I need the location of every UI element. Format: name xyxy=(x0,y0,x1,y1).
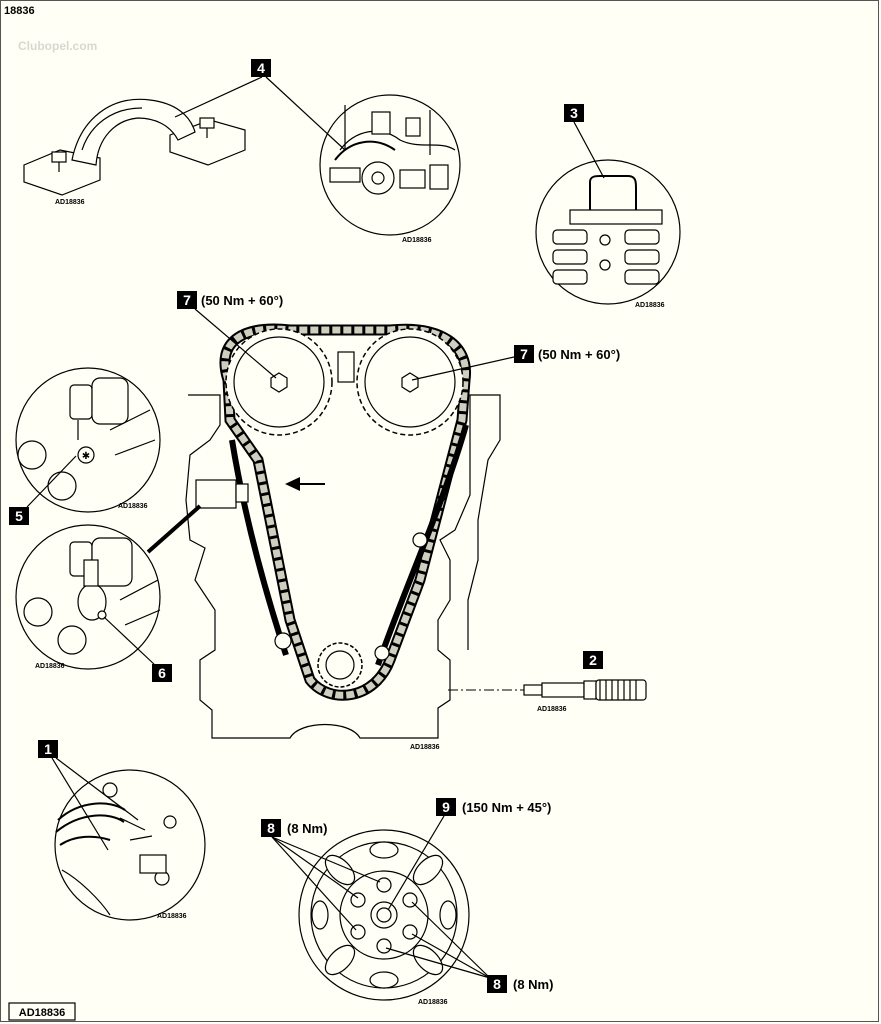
leader-3 xyxy=(573,121,605,179)
callout-7a-badge xyxy=(177,291,197,309)
callout-7b-label: 7 xyxy=(520,346,528,362)
leader-9 xyxy=(387,815,445,911)
torque-cam-left: (50 Nm + 60°) xyxy=(201,293,283,308)
right-chain-guide xyxy=(375,424,469,666)
detail-5-view: ✱ xyxy=(15,367,161,513)
callout-4-label: 4 xyxy=(257,60,265,76)
code-bracket: AD18836 xyxy=(55,199,85,206)
detail-3-view xyxy=(535,159,681,305)
leader-4b xyxy=(265,76,346,151)
leader-1b xyxy=(55,757,139,821)
crankshaft-sprocket xyxy=(317,642,363,688)
leader-7b xyxy=(411,356,515,381)
code-detail-6: AD18836 xyxy=(35,663,65,670)
svg-text:✱: ✱ xyxy=(82,451,90,462)
callout-7b-badge xyxy=(514,345,534,363)
callout-1-label: 1 xyxy=(44,741,52,757)
bracket-tool xyxy=(23,98,246,196)
left-camshaft-sprocket xyxy=(225,328,333,436)
leader-8b-3 xyxy=(385,947,491,979)
connector-tensioner-detail xyxy=(146,504,202,554)
detail-1-view xyxy=(54,769,206,921)
leader-7a xyxy=(194,308,277,379)
callout-5-label: 5 xyxy=(15,508,23,524)
engine-block xyxy=(185,394,501,739)
callout-7a-label: 7 xyxy=(183,292,191,308)
sprocket-clamp xyxy=(337,351,355,383)
locking-pin-2 xyxy=(523,679,647,701)
callout-1-badge xyxy=(38,740,58,758)
footer-code-box xyxy=(8,1002,76,1021)
code-pulley: AD18836 xyxy=(418,999,448,1006)
leader-8a-3 xyxy=(271,836,357,931)
callout-3-badge xyxy=(564,104,584,122)
leader-5 xyxy=(26,455,77,508)
leader-4a xyxy=(174,76,263,118)
leader-8a-2 xyxy=(271,836,381,883)
callout-9-label: 9 xyxy=(442,799,450,815)
guide-pivot-left xyxy=(274,632,292,650)
leader-8a-1 xyxy=(271,836,359,899)
code-detail-3: AD18836 xyxy=(635,302,665,309)
guide-pivot-right-lower xyxy=(374,645,390,661)
code-engine: AD18836 xyxy=(410,744,440,751)
torque-crank-bolt: (150 Nm + 45°) xyxy=(462,800,551,815)
torque-pulley-bolts-bottom: (8 Nm) xyxy=(513,977,553,992)
torque-cam-right: (50 Nm + 60°) xyxy=(538,347,620,362)
code-detail-4: AD18836 xyxy=(402,237,432,244)
detail-4-view xyxy=(319,94,461,236)
callout-8b-badge xyxy=(487,975,507,993)
callout-8b-label: 8 xyxy=(493,976,501,992)
code-pin-2: AD18836 xyxy=(537,706,567,713)
leader-6 xyxy=(103,616,157,667)
callout-8a-badge xyxy=(261,819,281,837)
callout-6-badge xyxy=(152,664,172,682)
torque-pulley-bolts-top: (8 Nm) xyxy=(287,821,327,836)
chain-links xyxy=(221,325,470,699)
callout-2-label: 2 xyxy=(589,652,597,668)
callout-8a-label: 8 xyxy=(267,820,275,836)
figure-title: 18836 xyxy=(4,5,35,17)
callout-9-badge xyxy=(436,798,456,816)
code-detail-5: AD18836 xyxy=(118,503,148,510)
callout-2-badge xyxy=(583,651,603,669)
callout-4-badge xyxy=(251,59,271,77)
leader-8b-1 xyxy=(411,901,491,979)
watermark: Clubopel.com xyxy=(18,39,97,53)
code-detail-1: AD18836 xyxy=(157,913,187,920)
chain-tensioner xyxy=(195,479,249,509)
detail-6-view xyxy=(15,524,161,670)
leader-8b-2 xyxy=(411,933,491,979)
callout-5-badge xyxy=(9,507,29,525)
crankshaft-pulley xyxy=(298,829,470,1001)
right-camshaft-sprocket xyxy=(356,328,464,436)
callout-3-label: 3 xyxy=(570,105,578,121)
indicator-arrow-head xyxy=(285,477,300,491)
guide-pivot-right-upper xyxy=(412,532,428,548)
callout-6-label: 6 xyxy=(158,665,166,681)
footer-code: AD18836 xyxy=(19,1007,65,1019)
leader-1a xyxy=(51,757,109,851)
